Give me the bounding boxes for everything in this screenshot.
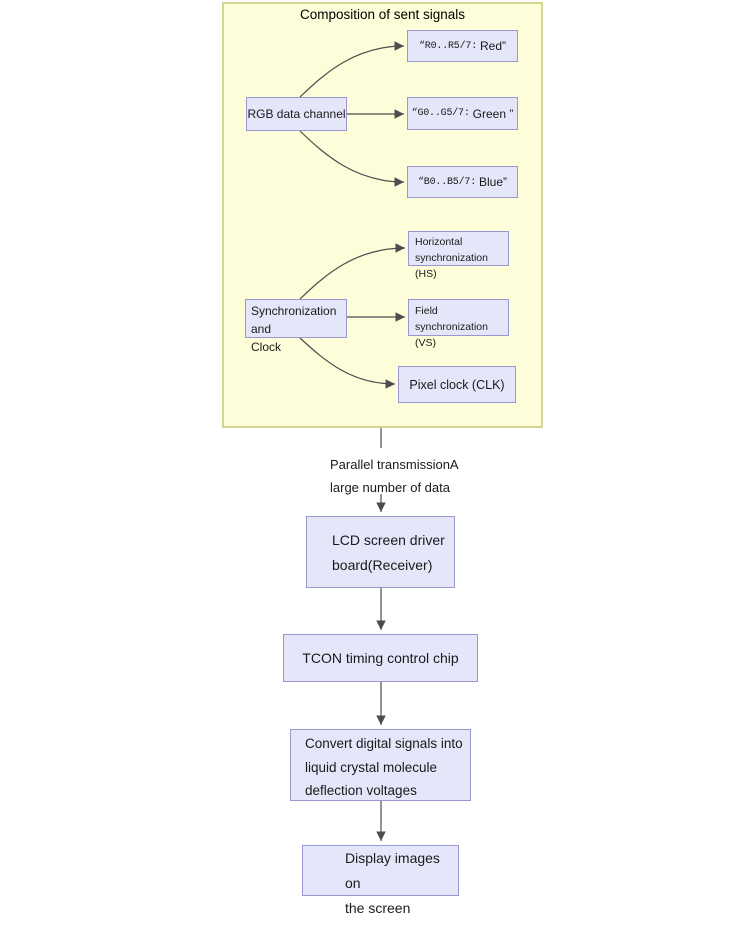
signal-red-code: “R0..R5/7: — [418, 40, 477, 52]
convert-signals-node: Convert digital signals into liquid crys… — [290, 729, 471, 801]
arrow-rgb-to-red — [299, 41, 405, 98]
field-sync-node: Field synchronization (VS) — [408, 299, 509, 349]
field-sync-line1: Field synchronization — [415, 305, 488, 333]
horizontal-sync-line2: synchronization (HS) — [415, 252, 488, 280]
horizontal-sync-line1: Horizontal — [415, 236, 463, 248]
parallel-transmission-note-line2: large number of data — [330, 480, 450, 495]
lcd-driver-board-node: LCD screen driver board(Receiver) — [306, 516, 455, 588]
display-images-line2: the screen — [345, 900, 411, 916]
arrow-sync-to-clk — [299, 337, 396, 389]
parallel-transmission-note: Parallel transmissionA large number of d… — [330, 453, 459, 499]
field-sync-line2: (VS) — [415, 337, 436, 349]
tcon-chip-label: TCON timing control chip — [302, 650, 459, 666]
sync-clock-node: Synchronization and Clock — [245, 299, 347, 354]
lcd-driver-board-line1: LCD screen driver — [332, 532, 445, 548]
parallel-transmission-note-line1: Parallel transmissionA — [330, 457, 459, 472]
convert-signals-line3: deflection voltages — [305, 783, 417, 798]
tcon-chip-node: TCON timing control chip — [283, 634, 478, 682]
signal-blue-node: “B0..B5/7: Blue” — [407, 166, 518, 198]
horizontal-sync-node: Horizontal synchronization (HS) — [408, 231, 509, 280]
signal-blue-label: Blue” — [479, 175, 508, 189]
pixel-clock-label: Pixel clock (CLK) — [409, 377, 505, 392]
arrow-rgb-to-blue — [299, 130, 405, 187]
signal-green-node: “G0..G5/7: Green ” — [407, 97, 518, 130]
rgb-data-channel-label: RGB data channel — [247, 107, 346, 121]
display-images-node: Display images on the screen — [302, 845, 459, 916]
signal-blue-code: “B0..B5/7: — [417, 176, 476, 188]
convert-signals-line2: liquid crystal molecule — [305, 759, 438, 775]
sync-clock-line1: Synchronization and — [251, 304, 337, 336]
composition-panel — [222, 2, 543, 428]
pixel-clock-node: Pixel clock (CLK) — [398, 366, 516, 403]
signal-red-label: Red” — [480, 39, 507, 53]
sync-clock-line2: Clock — [251, 340, 282, 354]
lcd-driver-board-line2: board(Receiver) — [332, 557, 433, 573]
signal-green-code: “G0..G5/7: — [411, 108, 470, 119]
arrow-sync-to-hs — [299, 243, 406, 300]
panel-title: Composition of sent signals — [299, 7, 466, 22]
signal-red-node: “R0..R5/7: Red” — [407, 30, 518, 62]
convert-signals-line1: Convert digital signals into — [305, 736, 463, 751]
signal-green-label: Green ” — [472, 106, 514, 121]
rgb-data-channel-node: RGB data channel — [246, 97, 347, 131]
display-images-line1: Display images on — [345, 850, 440, 891]
